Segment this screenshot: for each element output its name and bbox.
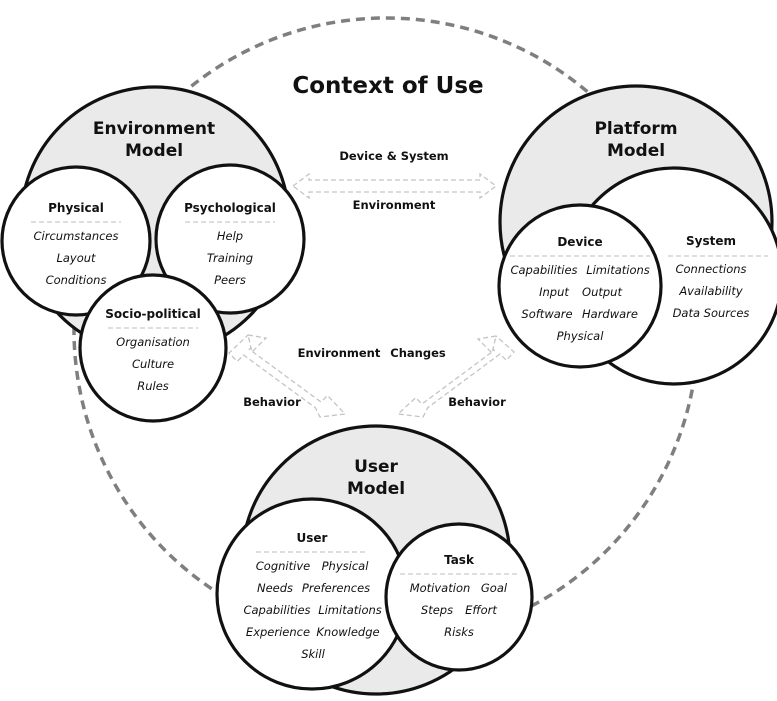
device-item: Capabilities	[510, 263, 577, 277]
socio-political-circle: Socio-political Organisation Culture Rul…	[78, 273, 228, 423]
psychological-item: Training	[207, 251, 253, 265]
user-item: Knowledge	[316, 625, 379, 639]
user-item: Cognitive	[256, 559, 310, 573]
task-item: Motivation	[410, 581, 471, 595]
environment-model-title-line1: Environment	[93, 119, 215, 139]
physical-item: Conditions	[46, 273, 107, 287]
task-circle: Task Motivation Goal Steps Effort Risks	[384, 522, 534, 672]
device-item: Software	[521, 307, 572, 321]
arrow-head-platform	[476, 335, 497, 355]
psychological-circle: Psychological Help Training Peers	[154, 163, 306, 315]
user-item: Physical	[322, 559, 370, 573]
platform-model-title-line2: Model	[607, 141, 665, 161]
environment-model-title-line2: Model	[125, 141, 183, 161]
socio-political-item: Organisation	[116, 335, 190, 349]
device-circle: Device Capabilities Limitations Input Ou…	[497, 203, 663, 369]
system-title: System	[686, 234, 736, 248]
task-item: Effort	[465, 603, 497, 617]
system-item: Connections	[675, 262, 746, 276]
physical-title: Physical	[48, 201, 104, 215]
system-item: Availability	[678, 284, 743, 298]
arrow-environment-to-user	[228, 334, 347, 418]
psychological-title: Psychological	[184, 201, 276, 215]
label-behavior-right: Behavior	[448, 395, 506, 409]
device-item: Hardware	[582, 307, 638, 321]
arrow-head-environment	[247, 334, 268, 354]
label-environment-top: Environment	[353, 198, 436, 212]
user-circle: User Cognitive Physical Needs Preference…	[215, 497, 409, 691]
diagram-title: Context of Use	[292, 73, 483, 99]
user-item: Needs	[257, 581, 293, 595]
user-title: User	[297, 531, 328, 545]
label-changes: Changes	[390, 346, 446, 360]
psychological-item: Help	[217, 229, 243, 243]
socio-political-item: Rules	[137, 379, 169, 393]
task-item: Risks	[444, 625, 474, 639]
system-item: Data Sources	[673, 306, 750, 320]
label-device-system: Device & System	[339, 149, 448, 163]
socio-political-title: Socio-political	[105, 307, 201, 321]
task-title: Task	[444, 553, 475, 567]
socio-political-item: Culture	[132, 357, 174, 371]
environment-model: Environment Model Physical Circumstances…	[0, 85, 306, 423]
task-item: Steps	[421, 603, 453, 617]
device-item: Output	[582, 285, 622, 299]
task-item: Goal	[481, 581, 508, 595]
physical-circle: Physical Circumstances Layout Conditions	[0, 165, 152, 317]
physical-item: Layout	[56, 251, 96, 265]
user-item: Capabilities	[243, 603, 310, 617]
device-item: Limitations	[586, 263, 650, 277]
physical-item: Circumstances	[34, 229, 119, 243]
platform-model-title-line1: Platform	[594, 119, 677, 139]
device-item: Input	[539, 285, 569, 299]
user-model: User Model User Cognitive Physical Needs…	[215, 424, 534, 696]
user-model-title-line1: User	[354, 457, 398, 477]
user-item: Limitations	[318, 603, 382, 617]
user-item: Skill	[301, 647, 325, 661]
double-arrow-horizontal	[291, 172, 498, 200]
label-behavior-left: Behavior	[243, 395, 301, 409]
user-item: Experience	[246, 625, 310, 639]
device-title: Device	[557, 235, 602, 249]
label-environment-mid: Environment	[298, 346, 381, 360]
platform-model: Platform Model System Connections Availa…	[497, 84, 777, 386]
psychological-item: Peers	[214, 273, 246, 287]
device-item: Physical	[557, 329, 605, 343]
user-item: Preferences	[302, 581, 370, 595]
user-model-title-line2: Model	[347, 479, 405, 499]
